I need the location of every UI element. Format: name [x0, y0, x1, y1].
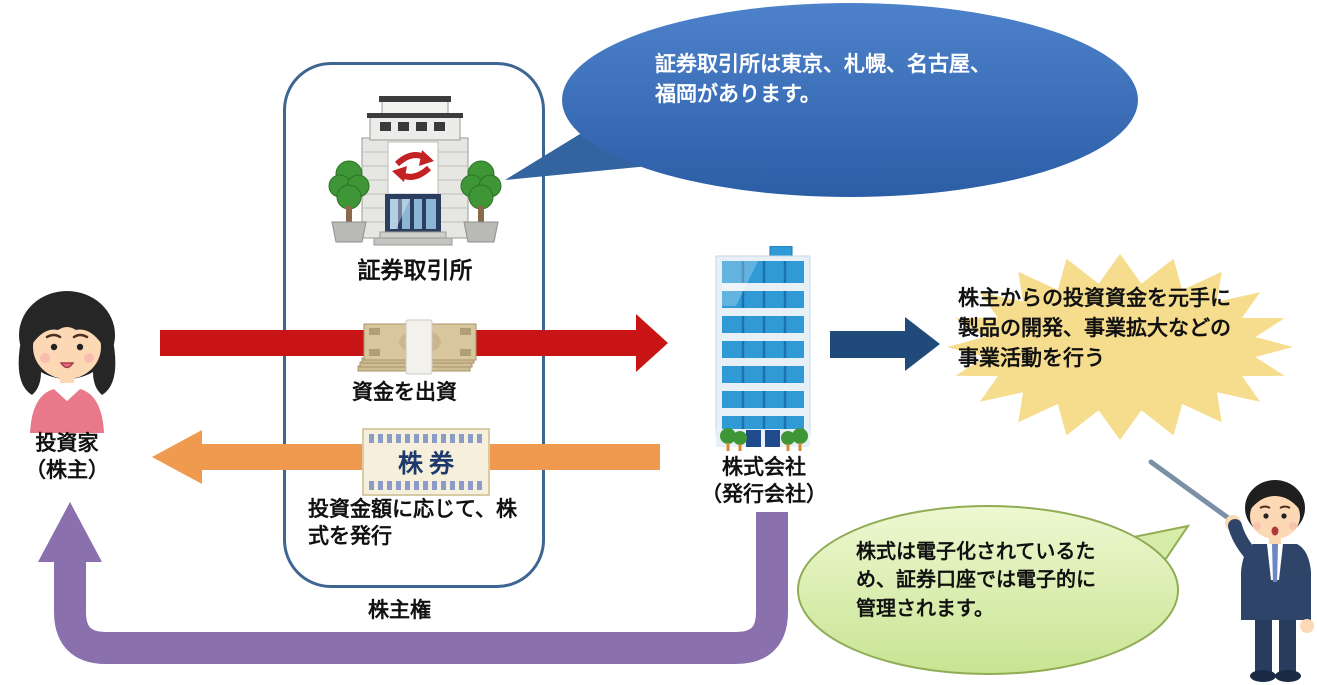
exchange-bubble-text: 証券取引所は東京、札幌、名古屋、 福岡があります。: [655, 53, 991, 107]
exchange-speech-bubble: [505, 3, 1138, 197]
investor-label: 投資家 （株主）: [25, 432, 109, 483]
exchange-building-icon: [328, 96, 502, 246]
exchange-label: 証券取引所: [357, 257, 473, 283]
account-bubble-text: 株式は電子化されているた め、証券口座では電子的に 管理されます。: [856, 541, 1096, 620]
certificate-label: 株券: [397, 450, 460, 478]
money-stack-icon: [357, 319, 477, 375]
business-arrow-bar: [830, 331, 906, 358]
shareholder-rights-label: 株主権: [368, 599, 431, 622]
invest-arrow-head: [636, 314, 668, 372]
company-label: 株式会社 （発行会社）: [701, 456, 827, 507]
issue-arrow-head: [152, 430, 202, 484]
investor-woman-icon: [18, 291, 116, 433]
stock-certificate-icon: 株券: [362, 428, 490, 496]
business-arrow-head: [905, 317, 940, 371]
invest-flow-label: 資金を出資: [352, 381, 457, 404]
starburst-shape: [947, 254, 1293, 440]
presenter-man-icon: [1148, 459, 1314, 682]
account-speech-bubble: [797, 505, 1191, 675]
company-building-icon: [715, 246, 811, 451]
issue-flow-label: 投資金額に応じて、株 式を発行: [308, 498, 517, 549]
starburst-text: 株主からの投資資金を元手に 製品の開発、事業拡大などの 事業活動を行う: [958, 287, 1231, 371]
